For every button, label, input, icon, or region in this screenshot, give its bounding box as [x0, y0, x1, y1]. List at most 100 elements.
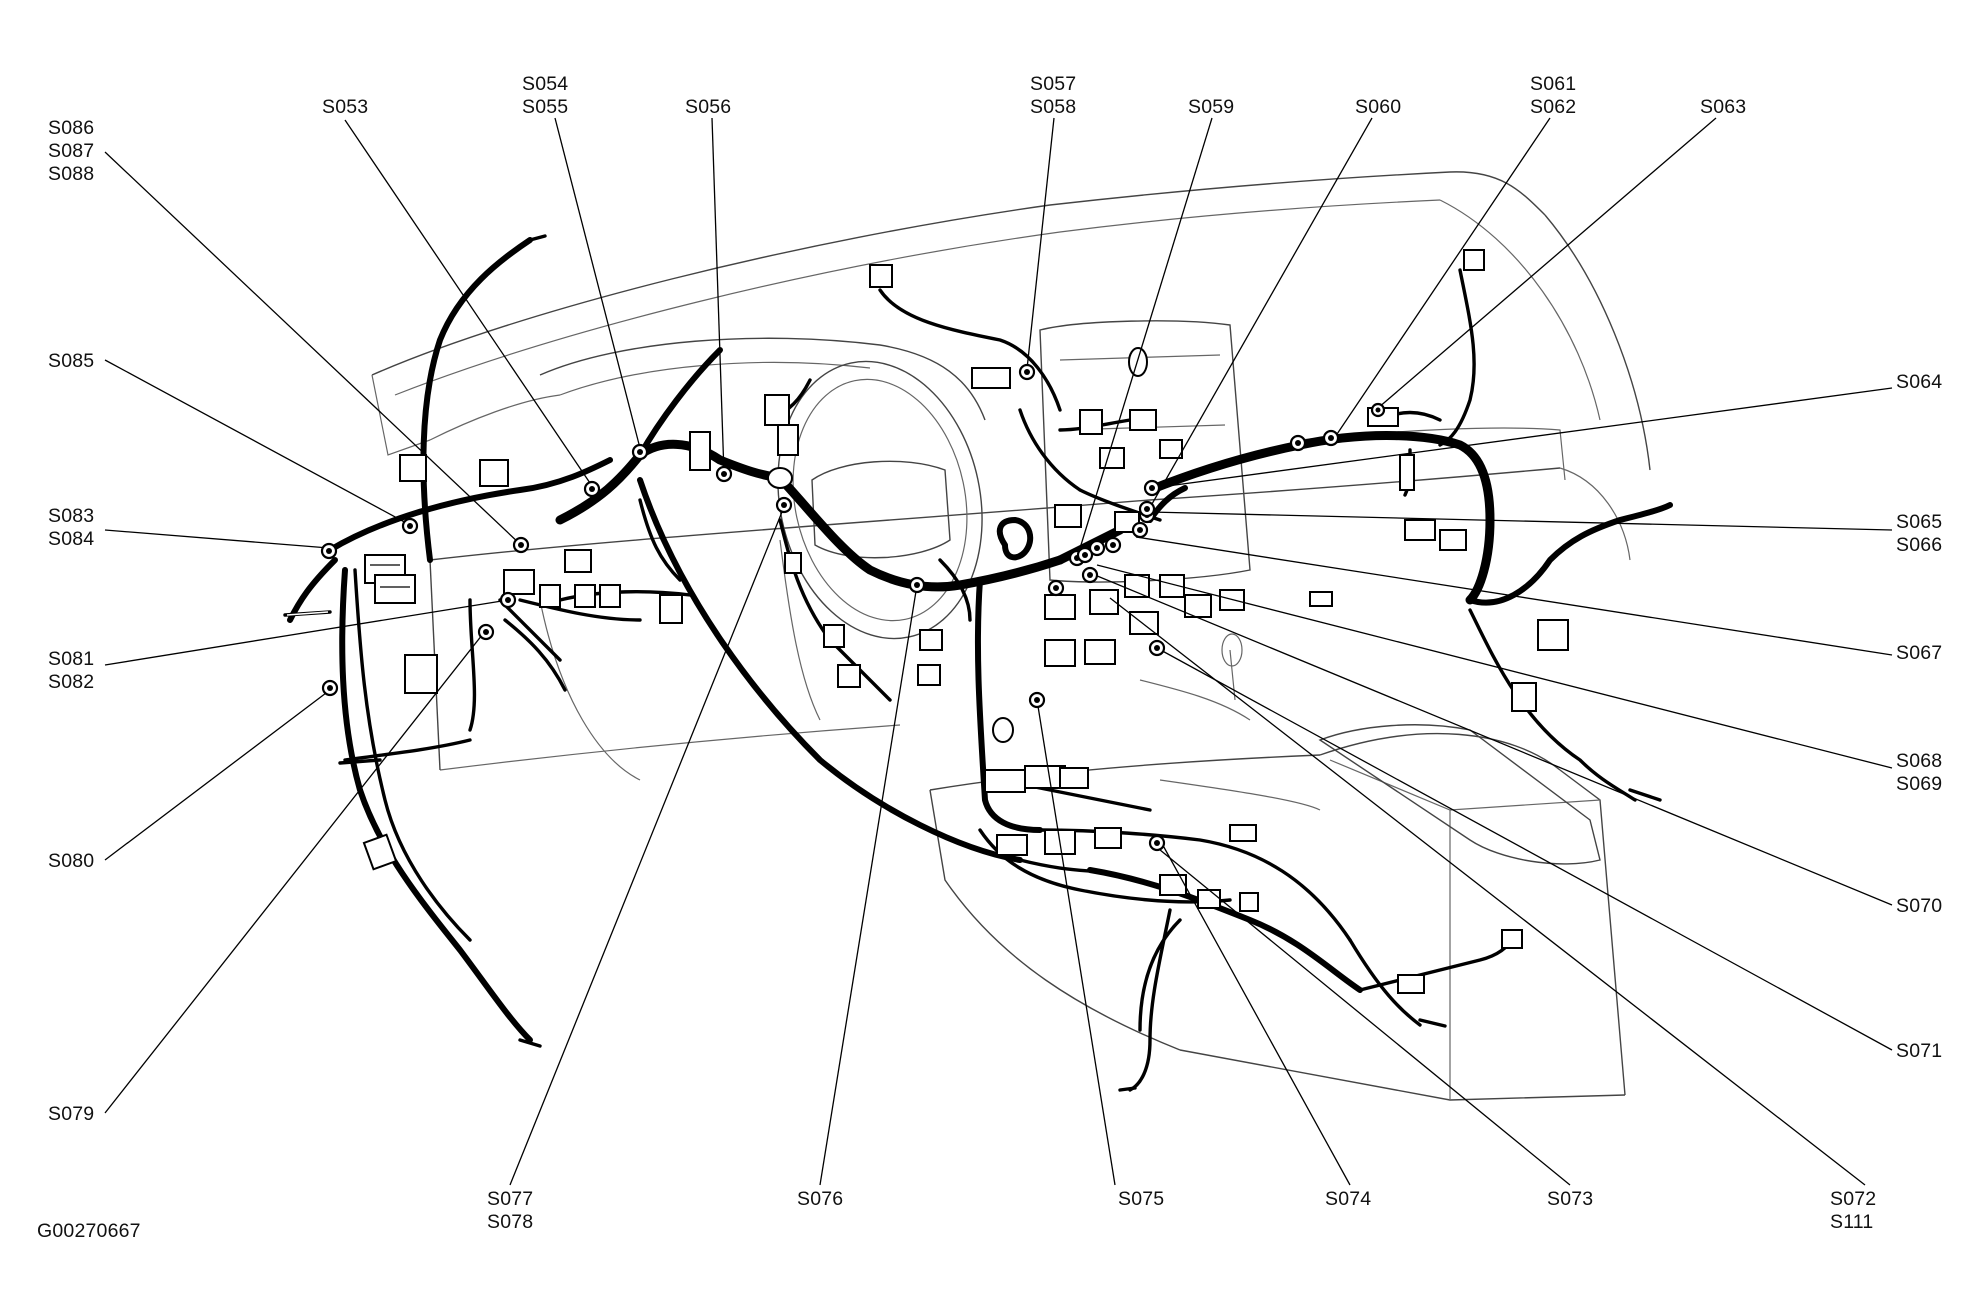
connector-console-1: [984, 769, 1026, 793]
splice-s053: [583, 480, 601, 498]
splice-s075: [1028, 691, 1046, 709]
splice-s079: [477, 623, 495, 641]
connector-console-10: [1229, 824, 1257, 842]
splice-s083-s084: [320, 542, 338, 560]
label-s077: S077: [487, 1188, 533, 1210]
splice-s080: [321, 679, 339, 697]
connector-left-b: [479, 459, 509, 487]
connector-right-8: [1511, 682, 1537, 712]
splice-s066: [1131, 521, 1149, 539]
vehicle-outline: [371, 171, 1651, 1101]
label-s054: S054: [522, 73, 568, 95]
splice-s067: [1104, 536, 1122, 554]
splice-s070: [1081, 566, 1099, 584]
splice-s056: [715, 465, 733, 483]
label-s055: S055: [522, 96, 568, 118]
label-s083: S083: [48, 505, 94, 527]
label-s084: S084: [48, 528, 94, 550]
connector-console-3: [1059, 767, 1089, 789]
label-s086: S086: [48, 117, 94, 139]
connector-console-4: [996, 834, 1028, 856]
connector-stack-10: [1089, 589, 1119, 615]
connector-left-g: [564, 549, 592, 573]
label-s078: S078: [487, 1211, 533, 1233]
label-s053: S053: [322, 96, 368, 118]
connector-left-c: [503, 569, 535, 595]
label-s058: S058: [1030, 96, 1076, 118]
splice-s085: [401, 517, 419, 535]
connector-console-9: [1239, 892, 1259, 912]
label-s088: S088: [48, 163, 94, 185]
connector-stack-13: [1129, 611, 1159, 635]
connector-col-4: [919, 629, 943, 651]
connector-center-2: [764, 394, 790, 426]
connector-sensor-2: [767, 467, 793, 489]
connector-right-5: [1439, 529, 1467, 551]
connector-col-1: [823, 624, 845, 648]
label-s072: S072: [1830, 1188, 1876, 1210]
connector-stack-2: [1129, 409, 1157, 431]
splice-s057-s058: [1018, 363, 1036, 381]
connector-stack-7: [1124, 574, 1150, 598]
splice-s077-s078: [775, 496, 793, 514]
label-s066: S066: [1896, 534, 1942, 556]
splice-s068: [1088, 539, 1106, 557]
connector-left-d: [539, 584, 561, 608]
leader-lines: [104, 117, 1893, 1186]
label-s085: S085: [48, 350, 94, 372]
connector-left-a: [399, 454, 427, 482]
connector-sensor-3: [992, 717, 1014, 743]
connector-left-mid: [404, 654, 438, 694]
splice-s076: [908, 576, 926, 594]
label-s061: S061: [1530, 73, 1576, 95]
connector-stack-3: [1159, 439, 1183, 459]
splice-s086-s088: [512, 536, 530, 554]
splice-s065: [1138, 500, 1156, 518]
label-s079: S079: [48, 1103, 94, 1125]
label-s076: S076: [797, 1188, 843, 1210]
wiring-harnesses: [283, 234, 1673, 1092]
label-s081: S081: [48, 648, 94, 670]
splice-s071: [1148, 639, 1166, 657]
label-s059: S059: [1188, 96, 1234, 118]
splice-s073-s074: [1148, 834, 1166, 852]
connector-stack-12: [1084, 639, 1116, 665]
label-s065: S065: [1896, 511, 1942, 533]
connector-stack-9: [1044, 594, 1076, 620]
connector-right-3: [1399, 454, 1415, 491]
figure-id: G00270667: [37, 1220, 141, 1242]
connector-col-5: [917, 664, 941, 686]
connector-top-1: [869, 264, 893, 288]
label-s069: S069: [1896, 773, 1942, 795]
splice-s064: [1143, 479, 1161, 497]
label-s067: S067: [1896, 642, 1942, 664]
splice-s054-s055: [631, 443, 649, 461]
connector-stack-14: [1184, 594, 1212, 618]
connector-console-6: [1094, 827, 1122, 849]
connector-left-low: [362, 833, 398, 871]
connectors: [362, 249, 1569, 994]
connector-right-6: [1309, 591, 1333, 607]
label-s068: S068: [1896, 750, 1942, 772]
connector-stack-4: [1099, 447, 1125, 469]
connector-console-11: [1397, 974, 1425, 994]
label-s071: S071: [1896, 1040, 1942, 1062]
connector-stack-5: [1054, 504, 1082, 528]
connector-left-h: [659, 594, 683, 624]
label-s062: S062: [1530, 96, 1576, 118]
connector-right-7: [1537, 619, 1569, 651]
label-s060: S060: [1355, 96, 1401, 118]
connector-stack-11: [1044, 639, 1076, 667]
label-s073: S073: [1547, 1188, 1593, 1210]
splice-s063: [1370, 402, 1386, 418]
label-s057: S057: [1030, 73, 1076, 95]
connector-sensor-1: [1128, 347, 1148, 377]
splice-s072: [1047, 579, 1065, 597]
connector-console-7: [1159, 874, 1187, 896]
connector-col-3: [837, 664, 861, 688]
label-s064: S064: [1896, 371, 1942, 393]
connector-console-12: [1501, 929, 1523, 949]
connector-col-2: [784, 552, 802, 574]
